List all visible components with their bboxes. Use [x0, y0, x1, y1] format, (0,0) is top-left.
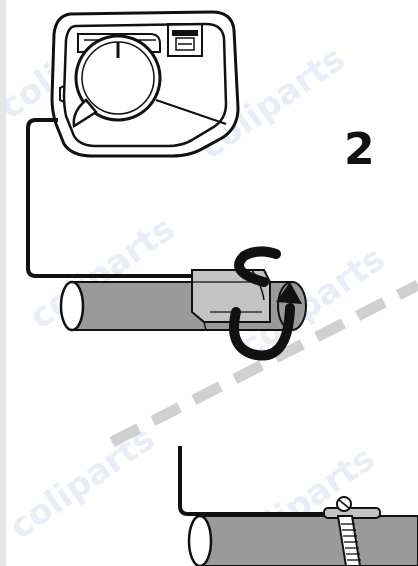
rotate-arrow-icon: [229, 246, 302, 361]
left-edge-bar: [0, 0, 6, 566]
control-knob: [74, 34, 162, 122]
watermark-text: coliparts: [2, 419, 162, 548]
sensor-cable: [26, 118, 192, 278]
display-window: [77, 33, 161, 53]
arrow-head: [276, 282, 302, 304]
switch-panel: [167, 23, 203, 57]
section-divider: [109, 280, 418, 447]
step-number: 2: [344, 124, 375, 175]
pipe-end: [59, 280, 85, 332]
controller-device: [50, 10, 240, 158]
probe-cable: [178, 446, 332, 516]
pipe-end: [187, 514, 213, 566]
cable-tie-clamp: [323, 496, 381, 566]
pipe: [187, 514, 418, 566]
